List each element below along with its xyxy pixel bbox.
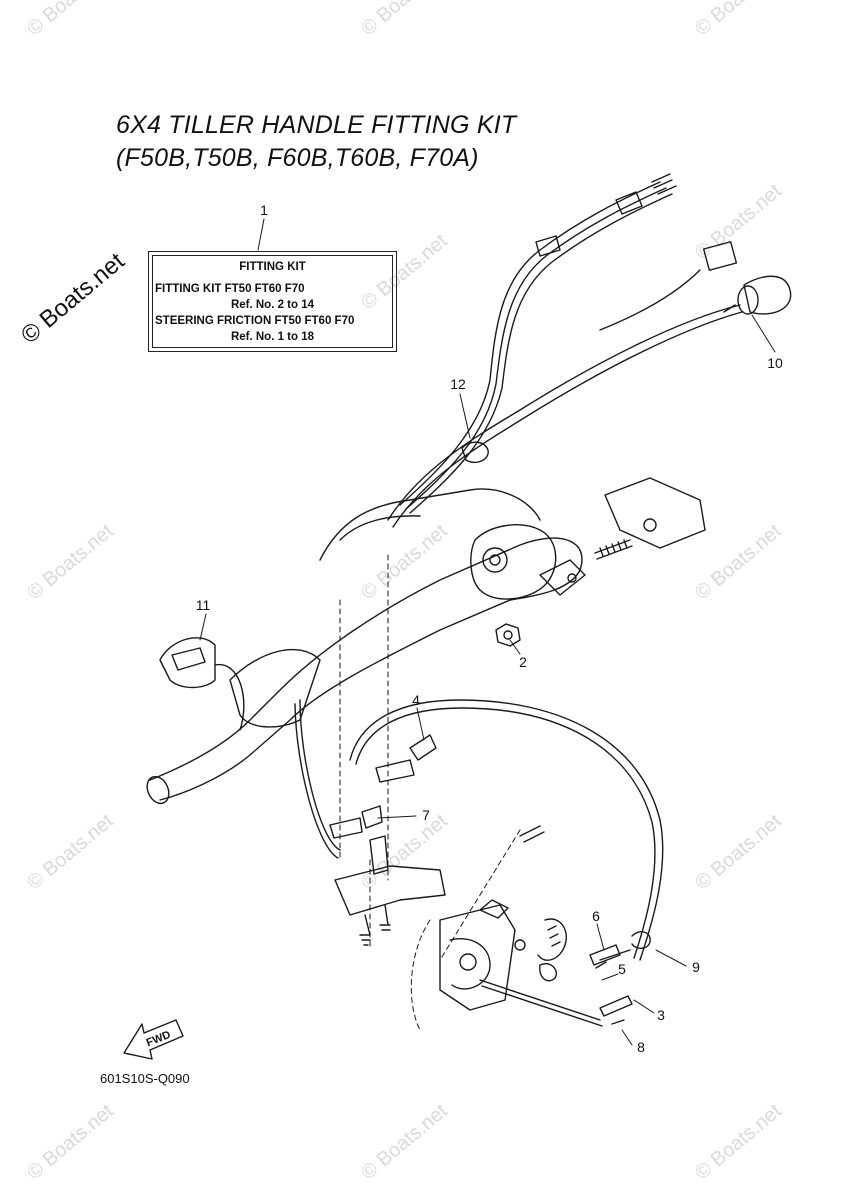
callout-6: 6	[592, 908, 600, 924]
diagram-code: 601S10S-Q090	[100, 1071, 190, 1086]
callout-7: 7	[422, 807, 430, 823]
label-line-1: FITTING KIT FT50 FT60 F70	[155, 283, 305, 295]
callout-5: 5	[618, 961, 626, 977]
fitting-kit-label-border	[152, 255, 393, 348]
callout-2: 2	[519, 654, 527, 670]
callout-4: 4	[412, 692, 420, 708]
callout-12: 12	[450, 376, 466, 392]
label-heading: FITTING KIT	[239, 261, 306, 273]
callout-10: 10	[767, 355, 783, 371]
callout-1: 1	[260, 202, 268, 218]
lower-cables	[294, 699, 664, 1027]
leader-lines	[199, 218, 776, 1046]
mounting-plate	[334, 835, 446, 946]
diagram-subtitle: (F50B,T50B, F60B,T60B, F70A)	[116, 144, 479, 172]
label-line-2: Ref. No. 2 to 14	[230, 299, 315, 311]
callout-3: 3	[657, 1007, 665, 1023]
cable-clamps	[329, 734, 437, 839]
callout-8: 8	[637, 1039, 645, 1055]
assembly-guides	[339, 554, 521, 1031]
fwd-arrow-icon	[123, 1019, 184, 1060]
cable-bundle	[387, 173, 792, 528]
tiller-handle	[146, 477, 706, 805]
callout-9: 9	[692, 959, 700, 975]
diagram-title: 6X4 TILLER HANDLE FITTING KIT	[116, 111, 517, 139]
label-line-4: Ref. No. 1 to 18	[230, 331, 315, 343]
label-line-3: STEERING FRICTION FT50 FT60 F70	[155, 315, 355, 327]
remote-control-unit	[439, 825, 651, 1025]
fitting-kit-label: FITTING KIT FITTING KIT FT50 FT60 F70 Re…	[148, 251, 397, 352]
callout-11: 11	[195, 597, 211, 613]
